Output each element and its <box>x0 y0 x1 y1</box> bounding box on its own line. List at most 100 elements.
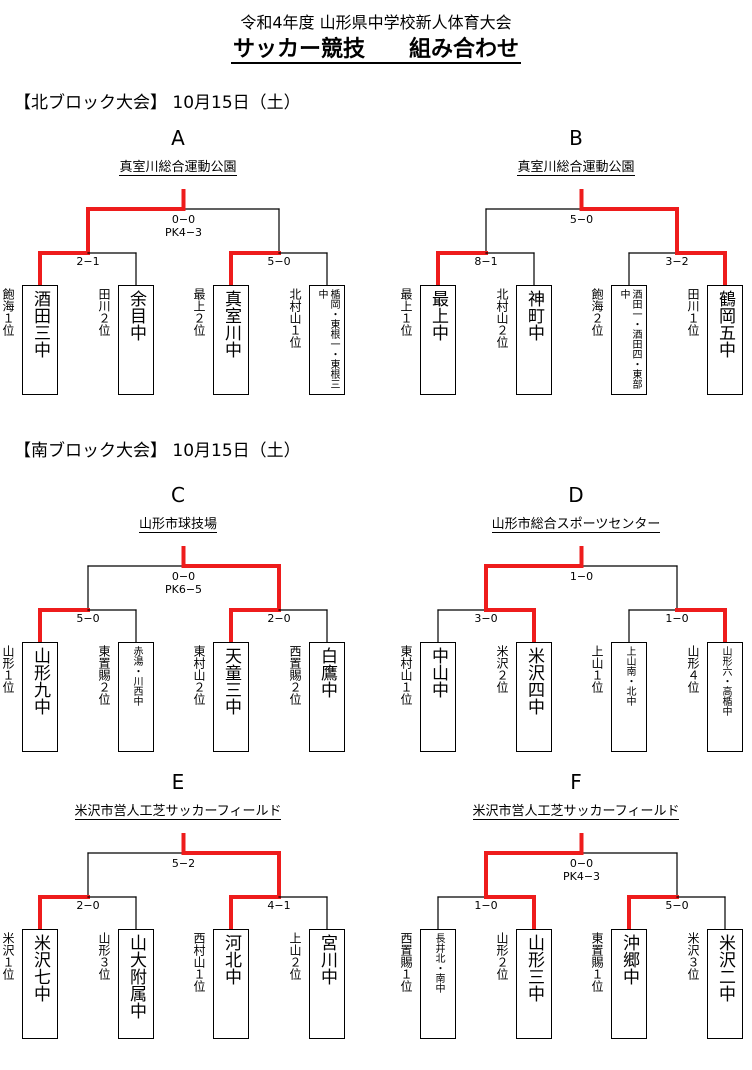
venue-name: 真室川総合運動公園 <box>400 156 752 176</box>
bracket-lines <box>38 189 328 287</box>
team-box: 宮川中 <box>309 929 345 1039</box>
team-seed: 山形４位 <box>686 645 700 693</box>
team-seed: 西置賜２位 <box>288 645 302 705</box>
venue-name: 山形市球技場 <box>2 513 354 533</box>
bracket-label: F <box>570 770 582 794</box>
final-score: 1−0 <box>569 570 594 583</box>
team-name: 酒田一・酒田四・東部中 <box>618 289 641 389</box>
bracket-label: A <box>171 126 185 150</box>
venue-text: 米沢市営人工芝サッカーフィールド <box>472 804 680 820</box>
team-name: 鶴岡五中 <box>715 290 735 358</box>
semi-score-left: 5−0 <box>76 612 100 625</box>
north-block-header: 【北ブロック大会】 10月15日（土） <box>14 93 301 113</box>
team-seed: 田川１位 <box>686 288 700 336</box>
pk-score: PK4−3 <box>562 870 601 883</box>
semi-score-left: 1−0 <box>474 899 498 912</box>
semi-score-right: 1−0 <box>665 612 689 625</box>
team-box: 中山中 <box>420 642 456 752</box>
team-name: 赤湯・川西中 <box>131 646 142 706</box>
team-name: 宮川中 <box>317 934 337 985</box>
final-score: 5−0 <box>569 213 594 226</box>
team-name: 酒田三中 <box>30 290 50 358</box>
venue-text: 真室川総合運動公園 <box>119 160 237 176</box>
venue-text: 山形市球技場 <box>138 517 217 533</box>
team-box: 神町中 <box>516 285 552 395</box>
pk-score: PK4−3 <box>164 226 203 239</box>
bracket-label: E <box>171 770 185 794</box>
venue-text: 米沢市営人工芝サッカーフィールド <box>74 804 282 820</box>
team-seed: 山形２位 <box>495 932 509 980</box>
title-line2-text: サッカー競技 組み合わせ <box>230 37 521 64</box>
bracket-lines <box>437 546 727 644</box>
title-line1: 令和4年度 山形県中学校新人体育大会 <box>240 13 512 32</box>
team-box: 上山南・北中 <box>611 642 647 752</box>
final-score: 0−0 <box>171 213 196 226</box>
team-box: 酒田一・酒田四・東部中 <box>611 285 647 395</box>
team-seed: 田川２位 <box>97 288 111 336</box>
team-name: 山形六・高楯中 <box>720 646 731 716</box>
team-box: 河北中 <box>213 929 249 1039</box>
team-box: 赤湯・川西中 <box>118 642 154 752</box>
team-seed: 北村山２位 <box>495 288 509 348</box>
team-seed: 西置賜１位 <box>399 932 413 992</box>
venue-name: 米沢市営人工芝サッカーフィールド <box>2 800 354 820</box>
venue-text: 山形市総合スポーツセンター <box>491 517 661 533</box>
team-box: 鶴岡五中 <box>707 285 743 395</box>
team-box: 沖郷中 <box>611 929 647 1039</box>
semi-score-right: 5−0 <box>665 899 689 912</box>
final-score: 0−0 <box>171 570 196 583</box>
venue-name: 米沢市営人工芝サッカーフィールド <box>400 800 752 820</box>
team-box: 真室川中 <box>213 285 249 395</box>
south-block-header: 【南ブロック大会】 10月15日（土） <box>14 441 301 461</box>
team-name: 白鷹中 <box>317 647 337 698</box>
team-name: 山形九中 <box>30 647 50 715</box>
semi-score-left: 2−0 <box>76 899 100 912</box>
team-seed: 東置賜１位 <box>590 932 604 992</box>
team-seed: 北村山１位 <box>288 288 302 348</box>
team-box: 山形九中 <box>22 642 58 752</box>
semi-score-right: 2−0 <box>267 612 291 625</box>
team-seed: 米沢２位 <box>495 645 509 693</box>
title-line2: サッカー競技 組み合わせ <box>0 31 752 64</box>
team-box: 楯岡・東根一・東根三中 <box>309 285 345 395</box>
team-seed: 米沢１位 <box>1 932 15 980</box>
semi-score-right: 5−0 <box>267 255 291 268</box>
team-name: 山大附属中 <box>126 934 146 1019</box>
team-seed: 最上１位 <box>399 288 413 336</box>
team-seed: 上山２位 <box>288 932 302 980</box>
team-seed: 東村山１位 <box>399 645 413 705</box>
team-name: 真室川中 <box>221 290 241 358</box>
team-seed: 上山１位 <box>590 645 604 693</box>
team-box: 山形六・高楯中 <box>707 642 743 752</box>
team-name: 沖郷中 <box>619 934 639 985</box>
team-name: 長井北・南中 <box>433 933 444 993</box>
venue-text: 真室川総合運動公園 <box>517 160 635 176</box>
team-box: 山形三中 <box>516 929 552 1039</box>
bracket-lines <box>38 833 328 931</box>
venue-name: 山形市総合スポーツセンター <box>400 513 752 533</box>
team-name: 米沢七中 <box>30 934 50 1002</box>
bracket-lines <box>38 546 328 644</box>
team-box: 米沢二中 <box>707 929 743 1039</box>
bracket-label: D <box>568 483 584 507</box>
semi-score-right: 3−2 <box>665 255 689 268</box>
final-score: 5−2 <box>171 857 196 870</box>
team-seed: 飽海２位 <box>590 288 604 336</box>
semi-score-left: 8−1 <box>474 255 498 268</box>
final-score: 0−0 <box>569 857 594 870</box>
team-name: 最上中 <box>428 290 448 341</box>
team-name: 河北中 <box>221 934 241 985</box>
team-box: 余目中 <box>118 285 154 395</box>
team-name: 米沢四中 <box>524 647 544 715</box>
team-name: 上山南・北中 <box>624 646 635 706</box>
team-seed: 東村山２位 <box>192 645 206 705</box>
bracket-lines <box>436 189 727 287</box>
team-box: 天童三中 <box>213 642 249 752</box>
team-seed: 米沢３位 <box>686 932 700 980</box>
team-box: 最上中 <box>420 285 456 395</box>
